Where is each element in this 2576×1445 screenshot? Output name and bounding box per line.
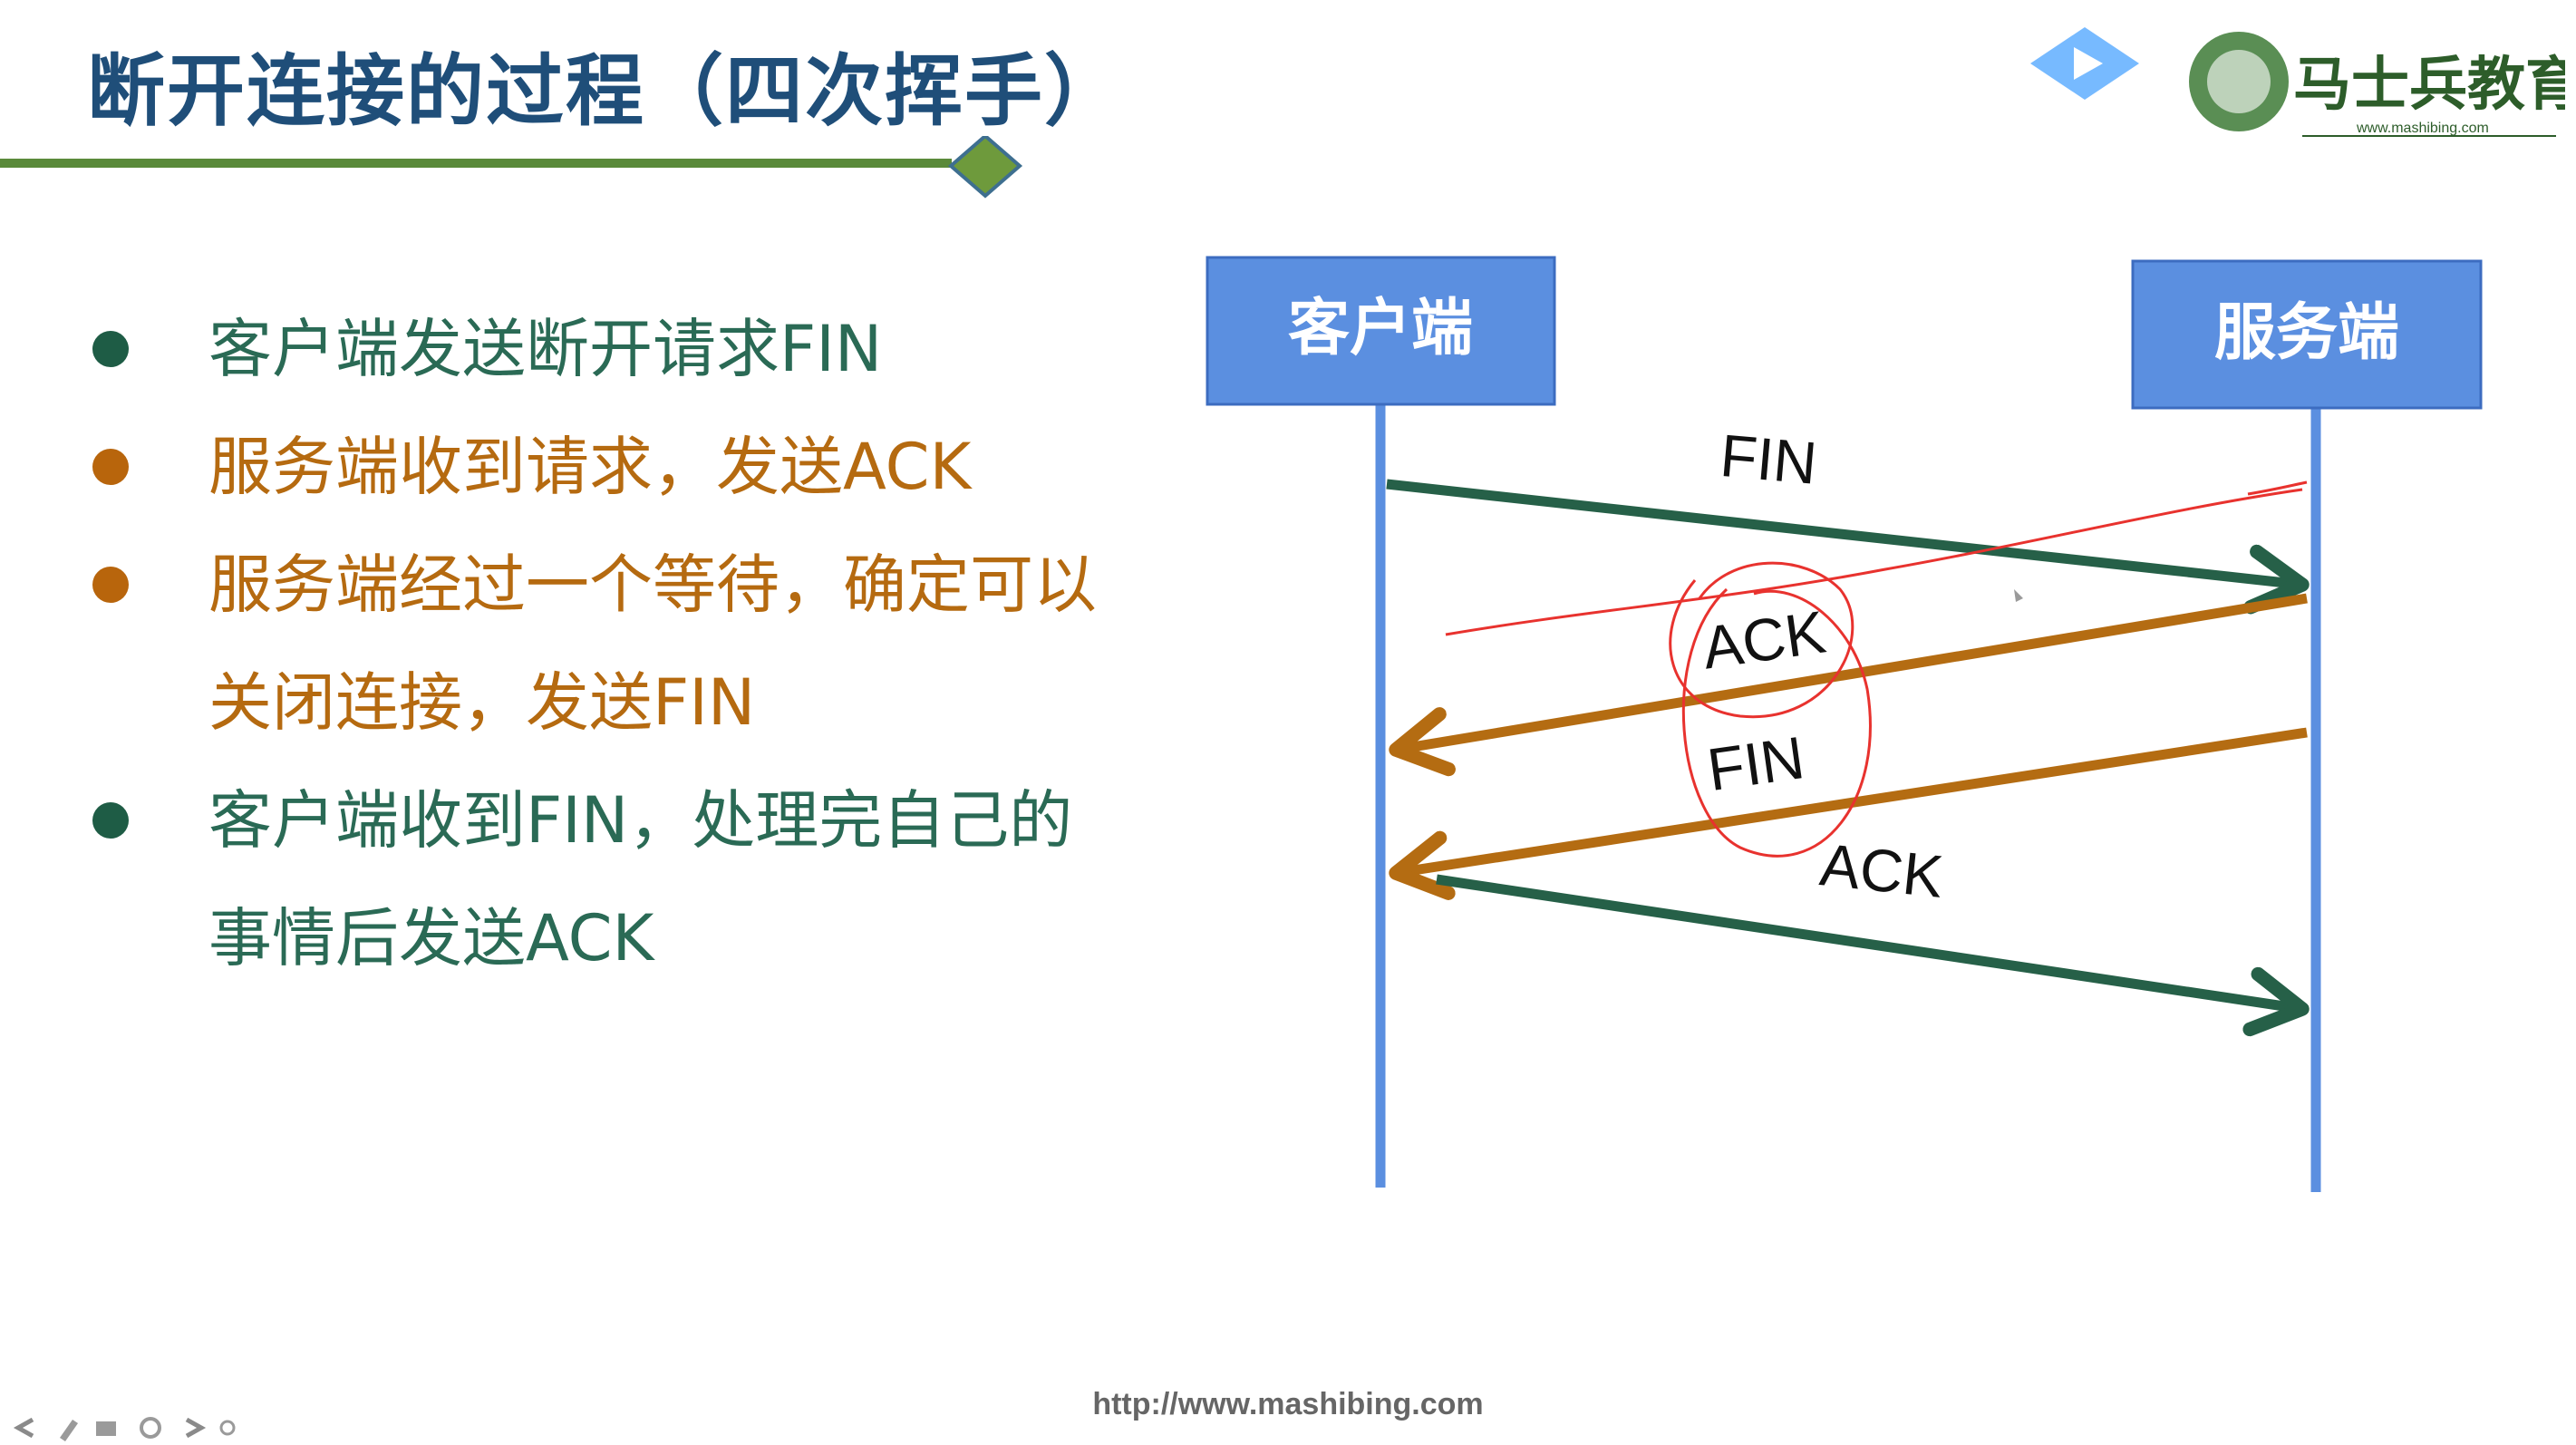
logo-url-text: www.mashibing.com [2356,121,2489,136]
bullet-text-continued: 关闭连接，发送FIN [208,665,756,740]
bullet-text: 服务端收到请求，发送ACK [208,430,972,504]
server-box: 服务端 [2131,259,2483,410]
message-arrow-ack-1 [1389,593,2308,777]
message-label: ACK [1817,830,1947,910]
message-label: ACK [1699,597,1830,681]
brand-logo: 马士兵教育 www.mashibing.com [2021,18,2576,154]
message-arrow-ack-2 [1436,874,2310,1037]
bullet-dot-icon [92,567,129,603]
bullet-text: 客户端发送断开请求FIN [208,312,883,386]
bullet-item: 客户端收到FIN，处理完自己的 事情后发送ACK [91,761,1178,997]
bullet-text: 服务端经过一个等待，确定可以 [208,548,1097,622]
slide-sorter-icon[interactable] [96,1421,116,1436]
server-label: 服务端 [2214,298,2399,367]
zoom-icon[interactable] [140,1417,161,1439]
client-label: 客户端 [1288,294,1473,363]
message-arrow-fin-2 [1389,727,2308,900]
bullet-text: 客户端收到FIN，处理完自己的 [208,783,1073,858]
options-icon[interactable] [219,1420,236,1436]
title-underline [0,136,1023,199]
next-slide-icon[interactable] [185,1417,207,1439]
slideshow-toolbar[interactable] [5,1414,241,1441]
footer-url: http://www.mashibing.com [1092,1387,1484,1421]
pen-cursor-icon [2014,589,2023,602]
bullet-item: 服务端收到请求，发送ACK [91,408,1178,526]
client-box: 客户端 [1206,256,1556,406]
message-arrow-fin-1 [1386,479,2310,615]
bullet-item: 客户端发送断开请求FIN [91,290,1178,408]
prev-slide-icon[interactable] [13,1417,34,1439]
bullet-list: 客户端发送断开请求FIN 服务端收到请求，发送ACK 服务端经过一个等待，确定可… [91,290,1178,997]
message-label: FIN [1703,723,1808,803]
logo-brand-text: 马士兵教育 [2293,52,2565,117]
message-label: FIN [1718,422,1819,497]
bullet-dot-icon [92,331,129,367]
bullet-dot-icon [92,449,129,485]
bullet-text-continued: 事情后发送ACK [208,901,654,975]
pen-tool-icon[interactable] [60,1420,78,1441]
bullet-item: 服务端经过一个等待，确定可以 关闭连接，发送FIN [91,526,1178,761]
red-annotation-marks [1445,480,2308,858]
bullet-dot-icon [92,802,129,839]
slide-title: 断开连接的过程（四次挥手） [87,46,1124,137]
